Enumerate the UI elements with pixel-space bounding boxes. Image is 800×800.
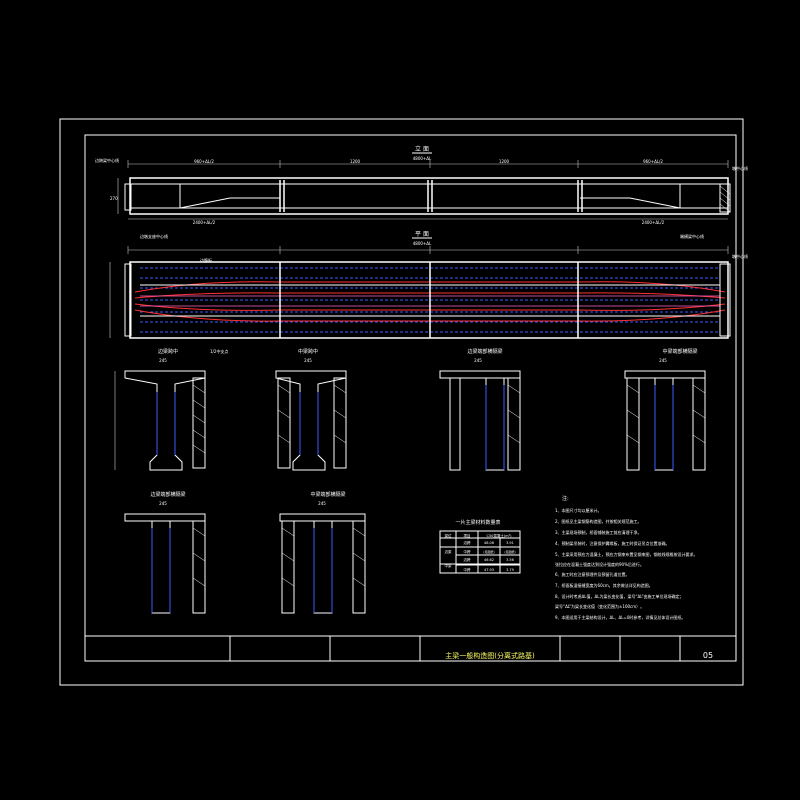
table-header-2: C50混凝土(m³) bbox=[487, 533, 513, 538]
plan-beam bbox=[129, 261, 729, 339]
dim-mid-span2: 1200 bbox=[499, 159, 510, 164]
section-6-width: 245 bbox=[318, 501, 326, 506]
table-row-0-group: 边梁 bbox=[445, 549, 453, 554]
elevation-subtitle: 4800+ΔL bbox=[413, 156, 432, 161]
section-4-width: 245 bbox=[659, 358, 667, 363]
table-row-3-v1: 47.93 bbox=[484, 568, 494, 572]
section-3-width: 245 bbox=[474, 358, 482, 363]
label-left-support: 边跨梁中心线 bbox=[95, 157, 119, 163]
label-left-bottom: 边墩支座中心线 bbox=[140, 233, 168, 239]
note-7: 7、桥面板湿接缝宽度为60cm，其余做法详见构造图。 bbox=[555, 582, 653, 588]
section-1: 边梁跨中 1/2中支点 245 bbox=[114, 348, 228, 471]
note-6: 6、施工时应注意预埋件及预留孔道位置。 bbox=[555, 571, 630, 577]
note-1: 1、本图尺寸均以厘米计。 bbox=[555, 507, 602, 513]
inner-frame bbox=[84, 134, 737, 662]
section-6: 中梁端部横隔梁 245 bbox=[279, 491, 366, 614]
quantity-table: 一片主梁材料数量表 梁位 项目 C50混凝土(m³) 边梁 边跨 48.06 3… bbox=[439, 519, 521, 574]
table-row-0-v1: 48.06 bbox=[484, 541, 494, 545]
sheet-number: 05 bbox=[703, 651, 713, 660]
table-title: 一片主梁材料数量表 bbox=[455, 519, 500, 526]
table-row-2-item: 边跨 bbox=[464, 557, 472, 562]
dim-bottom-left: 2400+ΔL/2 bbox=[193, 220, 216, 225]
plan-subtitle: 4800+ΔL bbox=[413, 241, 432, 246]
table-row-0-item: 边跨 bbox=[464, 540, 472, 545]
section-5-title: 边梁端部横隔梁 bbox=[150, 491, 185, 498]
dim-mid-span: 1200 bbox=[350, 159, 361, 164]
note-2: 2、图纸见主梁钢筋构造图，并按相关规范施工。 bbox=[555, 518, 642, 524]
notes: 注: 1、本图尺寸均以厘米计。 2、图纸见主梁钢筋构造图，并按相关规范施工。 3… bbox=[555, 495, 698, 620]
note-5: 5、主梁采用预应力混凝土，预应力钢束布置见钢束图，钢绞线规格按设计要求。 bbox=[555, 551, 698, 557]
table-row-2-v2: 3.56 bbox=[506, 558, 514, 562]
note-3: 3、主梁现场预制，桥面铺装施工前应清理干净。 bbox=[555, 529, 642, 535]
table-row-1-v2: (见图纸) bbox=[504, 549, 515, 554]
table-row-0-v2: 3.91 bbox=[506, 541, 514, 545]
note-8: 8、设计时考虑ΔL值，ΔL为梁长变化值，梁号“ΔL”由施工单位现场确定； bbox=[555, 593, 684, 599]
elevation-beam bbox=[129, 177, 729, 215]
label-right-bottom: 端横梁中心线 bbox=[680, 233, 704, 239]
section-4-title: 中梁端部横隔梁 bbox=[662, 348, 697, 355]
section-1-width: 245 bbox=[159, 358, 167, 363]
note-5b: 张拉应在混凝土强度达到设计强度的90%后进行。 bbox=[555, 561, 644, 567]
table-row-1-v1: (见图纸) bbox=[483, 549, 494, 554]
table-row-3-v2: 3.79 bbox=[506, 568, 514, 572]
dim-height: 270 bbox=[110, 196, 118, 201]
notes-title: 注: bbox=[562, 495, 569, 502]
elevation-view: 立 面 4800+ΔL 960+ΔL/2 1200 1200 960+ΔL/2 … bbox=[95, 145, 748, 239]
dim-right-span: 960+ΔL/2 bbox=[643, 159, 663, 164]
table-header-0: 梁位 bbox=[445, 533, 453, 538]
table-header-1: 项目 bbox=[464, 533, 471, 538]
section-1-subtitle: 1/2中支点 bbox=[210, 348, 228, 354]
title-block: 主梁一般构造图(分离式路基) 05 bbox=[85, 635, 736, 661]
section-6-title: 中梁端部横隔梁 bbox=[310, 491, 345, 498]
section-5-width: 245 bbox=[159, 501, 167, 506]
table-row-2-group: 中梁 bbox=[445, 563, 453, 568]
note-9: 9、本图适用于主梁结构设计，ΔL、ΔL=0时参考，详情见总体设计图纸。 bbox=[555, 614, 685, 620]
section-2-title: 中梁跨中 bbox=[298, 348, 318, 355]
section-1-title: 边梁跨中 bbox=[158, 348, 178, 355]
drawing-title: 主梁一般构造图(分离式路基) bbox=[445, 651, 535, 660]
table-row-1-item: 中跨 bbox=[464, 549, 472, 554]
note-8b: 梁号“ΔL”为梁长变化值（变化范围为±100cm）。 bbox=[555, 603, 644, 609]
table-row-2-v1: 46.62 bbox=[484, 558, 494, 562]
plan-view: 平 面 4800+ΔL 边腹板 墩中心线 bbox=[109, 231, 748, 339]
outer-border bbox=[59, 118, 744, 686]
section-3: 边梁端部横隔梁 245 bbox=[439, 348, 521, 471]
dim-bottom-right: 2400+ΔL/2 bbox=[642, 220, 665, 225]
label-plan-note: 边腹板 bbox=[200, 257, 212, 263]
section-3-title: 边梁端部横隔梁 bbox=[467, 348, 502, 355]
dim-left-span: 960+ΔL/2 bbox=[194, 159, 214, 164]
plan-title: 平 面 bbox=[415, 231, 429, 238]
elevation-title: 立 面 bbox=[415, 145, 429, 153]
section-2: 中梁跨中 245 bbox=[275, 348, 347, 471]
note-4: 4、预制梁吊装时，注意保护翼缘板，施工时保证吊点位置准确。 bbox=[555, 540, 670, 546]
section-5: 边梁端部横隔梁 245 bbox=[124, 491, 206, 614]
label-plan-right: 墩中心线 bbox=[732, 253, 748, 259]
table-row-3-item: 中跨 bbox=[464, 567, 472, 572]
section-2-width: 245 bbox=[304, 358, 312, 363]
section-4: 中梁端部横隔梁 245 bbox=[624, 348, 706, 471]
label-right-top: 墩中心线 bbox=[732, 165, 748, 171]
